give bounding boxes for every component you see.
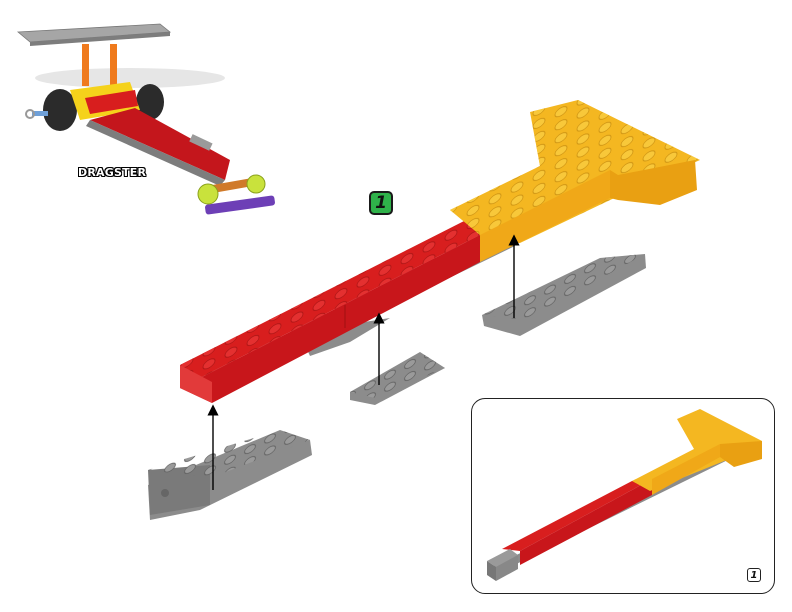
assembled-preview-inset — [471, 398, 775, 594]
dragster-preview-image — [10, 10, 300, 220]
inset-step-number: 1 — [747, 568, 761, 582]
assembled-model-image — [487, 409, 762, 581]
model-name-label: DRAGSTER — [78, 166, 147, 179]
step-number-badge: 1 — [369, 191, 393, 215]
